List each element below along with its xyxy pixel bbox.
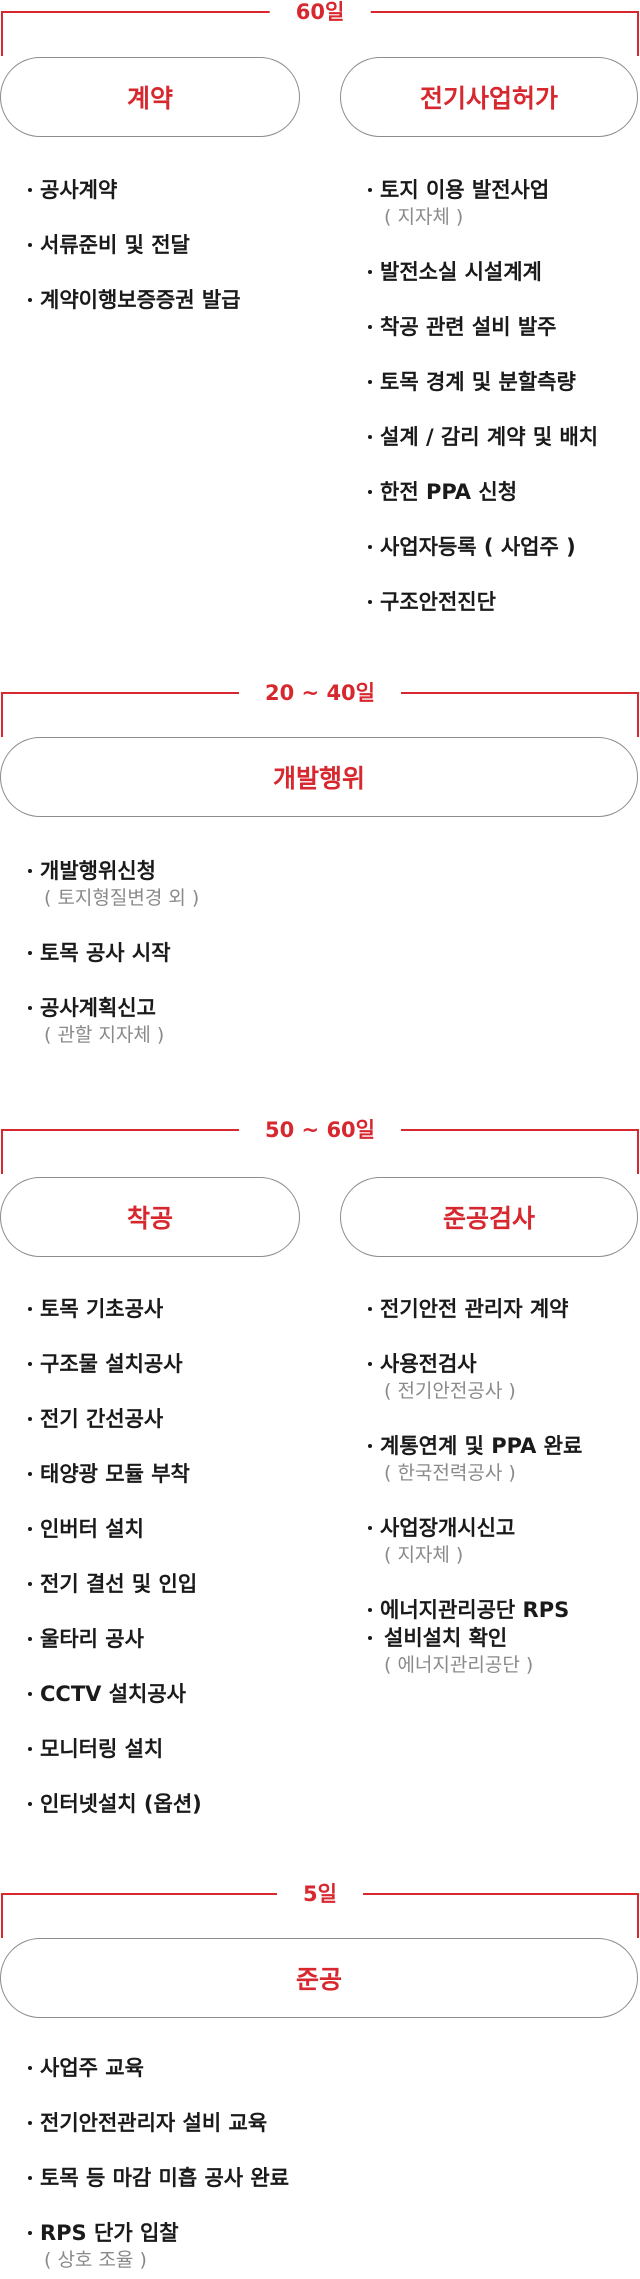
item-title: 에너지관리공단 RPS <box>366 1596 582 1624</box>
contract-item-list: 공사계약 서류준비 및 전달 계약이행보증증권 발급 <box>26 176 241 341</box>
item-title: 사업주 교육 <box>26 2054 289 2082</box>
phase-header: 50 ~ 60일 <box>0 1118 640 1174</box>
item-note: ( 한국전력공사 ) <box>384 1462 516 1484</box>
item-title: 공사계약 <box>26 176 241 204</box>
item-title: 사업장개시신고 <box>366 1514 582 1542</box>
list-item: 울타리 공사 <box>26 1625 202 1653</box>
item-title: 태양광 모듈 부착 <box>26 1460 202 1488</box>
list-item: 에너지관리공단 RPS 설비설치 확인 ( 에너지관리공단 ) <box>366 1596 582 1679</box>
item-title: 전기안전 관리자 계약 <box>366 1295 582 1323</box>
stage-pill-construction-start: 착공 <box>0 1177 300 1257</box>
item-title: 착공 관련 설비 발주 <box>366 313 598 341</box>
item-note: ( 전기안전공사 ) <box>384 1380 516 1402</box>
list-item: 전기안전 관리자 계약 <box>366 1295 582 1323</box>
item-title: 토목 경계 및 분할측량 <box>366 368 598 396</box>
phase-period: 60일 <box>269 0 371 24</box>
item-title: 사용전검사 <box>366 1350 582 1378</box>
item-title: 전기 결선 및 인입 <box>26 1570 202 1598</box>
item-title: 구조안전진단 <box>366 588 598 616</box>
list-item: 사업자등록 ( 사업주 ) <box>366 533 598 561</box>
item-title: 개발행위신청 <box>26 857 199 885</box>
list-item: 공사계약 <box>26 176 241 204</box>
list-item: 토목 기초공사 <box>26 1295 202 1323</box>
permit-item-list: 토지 이용 발전사업 ( 지자체 ) 발전소실 시설계계 착공 관련 설비 발주… <box>366 176 598 643</box>
item-title: 계약이행보증증권 발급 <box>26 286 241 314</box>
item-title: 전기 간선공사 <box>26 1405 202 1433</box>
phase-header: 60일 <box>0 0 640 56</box>
list-item: 전기안전관리자 설비 교육 <box>26 2109 289 2137</box>
item-title: 서류준비 및 전달 <box>26 231 241 259</box>
item-title: 토목 기초공사 <box>26 1295 202 1323</box>
item-title: 인버터 설치 <box>26 1515 202 1543</box>
list-item: 한전 PPA 신청 <box>366 478 598 506</box>
list-item: 태양광 모듈 부착 <box>26 1460 202 1488</box>
list-item: 구조안전진단 <box>366 588 598 616</box>
phase-header: 20 ~ 40일 <box>0 681 640 737</box>
construction-item-list: 토목 기초공사 구조물 설치공사 전기 간선공사 태양광 모듈 부착 인버터 설… <box>26 1295 202 1845</box>
item-title: 사업자등록 ( 사업주 ) <box>366 533 598 561</box>
item-note: ( 지자체 ) <box>384 1544 464 1566</box>
stage-pill-contract: 계약 <box>0 57 300 137</box>
list-item: 토지 이용 발전사업 ( 지자체 ) <box>366 176 598 231</box>
stage-pill-completion: 준공 <box>0 1938 638 2018</box>
list-item: 사업주 교육 <box>26 2054 289 2082</box>
list-item: 계약이행보증증권 발급 <box>26 286 241 314</box>
completion-item-list: 사업주 교육 전기안전관리자 설비 교육 토목 등 마감 미흡 공사 완료 RP… <box>26 2054 289 2279</box>
item-title: 인터넷설치 (옵션) <box>26 1790 202 1818</box>
item-title: 한전 PPA 신청 <box>366 478 598 506</box>
stage-pill-development: 개발행위 <box>0 737 638 817</box>
inspection-item-list: 전기안전 관리자 계약 사용전검사 ( 전기안전공사 ) 계통연계 및 PPA … <box>366 1295 582 1706</box>
list-item: RPS 단가 입찰 ( 상호 조율 ) <box>26 2219 289 2274</box>
list-item: 구조물 설치공사 <box>26 1350 202 1378</box>
list-item: 공사계획신고 ( 관할 지자체 ) <box>26 994 199 1049</box>
item-title: 울타리 공사 <box>26 1625 202 1653</box>
list-item: 전기 결선 및 인입 <box>26 1570 202 1598</box>
list-item: 사용전검사 ( 전기안전공사 ) <box>366 1350 582 1405</box>
item-note: ( 토지형질변경 외 ) <box>44 887 200 909</box>
development-item-list: 개발행위신청 ( 토지형질변경 외 ) 토목 공사 시작 공사계획신고 ( 관할… <box>26 857 199 1076</box>
item-title: 전기안전관리자 설비 교육 <box>26 2109 289 2137</box>
item-note: ( 에너지관리공단 ) <box>384 1654 534 1676</box>
list-item: 발전소실 시설계계 <box>366 258 598 286</box>
phase-period: 5일 <box>277 1882 363 1906</box>
list-item: CCTV 설치공사 <box>26 1680 202 1708</box>
list-item: 개발행위신청 ( 토지형질변경 외 ) <box>26 857 199 912</box>
item-title: 구조물 설치공사 <box>26 1350 202 1378</box>
item-title: 발전소실 시설계계 <box>366 258 598 286</box>
item-title: 토목 등 마감 미흡 공사 완료 <box>26 2164 289 2192</box>
item-title: 토목 공사 시작 <box>26 939 199 967</box>
stage-pill-electric-permit: 전기사업허가 <box>340 57 638 137</box>
list-item: 계통연계 및 PPA 완료 ( 한국전력공사 ) <box>366 1432 582 1487</box>
list-item: 사업장개시신고 ( 지자체 ) <box>366 1514 582 1569</box>
list-item: 착공 관련 설비 발주 <box>366 313 598 341</box>
item-title: CCTV 설치공사 <box>26 1680 202 1708</box>
item-title: 모니터링 설치 <box>26 1735 202 1763</box>
list-item: 인터넷설치 (옵션) <box>26 1790 202 1818</box>
phase-period: 20 ~ 40일 <box>239 681 401 705</box>
item-title: 계통연계 및 PPA 완료 <box>366 1432 582 1460</box>
item-title-continued: 설비설치 확인 <box>366 1624 582 1652</box>
item-title: 공사계획신고 <box>26 994 199 1022</box>
item-note: ( 관할 지자체 ) <box>44 1024 165 1046</box>
phase-header: 5일 <box>0 1882 640 1938</box>
phase-period: 50 ~ 60일 <box>239 1118 401 1142</box>
list-item: 전기 간선공사 <box>26 1405 202 1433</box>
list-item: 토목 공사 시작 <box>26 939 199 967</box>
stage-pill-completion-inspection: 준공검사 <box>340 1177 638 1257</box>
item-note: ( 상호 조율 ) <box>44 2249 147 2271</box>
list-item: 인버터 설치 <box>26 1515 202 1543</box>
list-item: 토목 경계 및 분할측량 <box>366 368 598 396</box>
list-item: 토목 등 마감 미흡 공사 완료 <box>26 2164 289 2192</box>
list-item: 설계 / 감리 계약 및 배치 <box>366 423 598 451</box>
list-item: 서류준비 및 전달 <box>26 231 241 259</box>
item-title: 토지 이용 발전사업 <box>366 176 598 204</box>
item-title: RPS 단가 입찰 <box>26 2219 289 2247</box>
item-note: ( 지자체 ) <box>384 206 464 228</box>
item-title: 설계 / 감리 계약 및 배치 <box>366 423 598 451</box>
list-item: 모니터링 설치 <box>26 1735 202 1763</box>
